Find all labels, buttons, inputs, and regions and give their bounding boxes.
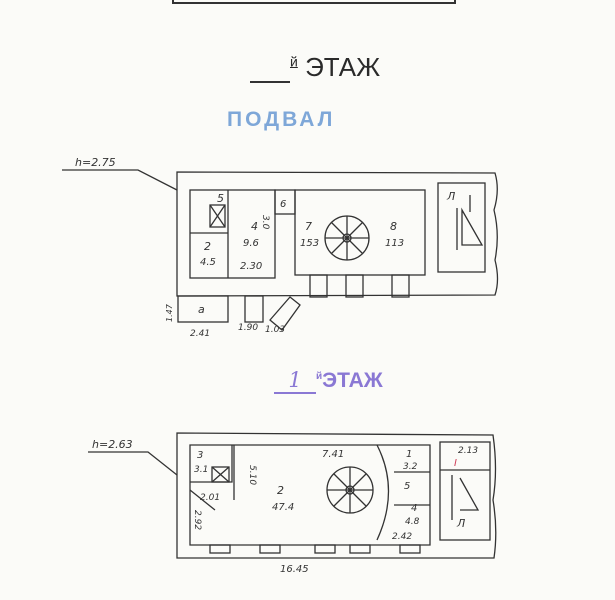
basement-stamp: ПОДВАЛ [227, 108, 336, 131]
main-hall [189, 444, 431, 546]
stair-box [439, 441, 491, 541]
room-block-left [189, 189, 276, 279]
floor-suffix: й [290, 53, 298, 70]
basement-outer-wall [176, 171, 499, 297]
room-2-area: 47.4 [272, 502, 294, 513]
dim: 7.41 [322, 449, 344, 460]
first-floor-word: ЭТАЖ [322, 369, 383, 392]
stair-box [437, 182, 486, 273]
basement-height: h=2.75 [75, 156, 116, 169]
dim: 5.10 [247, 465, 257, 485]
room-7-area: 153 [300, 238, 319, 249]
vent-box [209, 204, 226, 228]
floor-number-blank [250, 57, 290, 83]
room-8-area: 113 [385, 238, 404, 249]
height-leader [88, 451, 178, 476]
previous-plan-border [172, 0, 456, 4]
dim: 2.92 [192, 510, 202, 530]
dim: 1.03 [265, 325, 285, 335]
annex-a [177, 295, 229, 323]
stair-label: Л [446, 190, 455, 203]
dim: 2.42 [392, 532, 412, 542]
room-8-number: 8 [390, 220, 397, 233]
first-floor-outer-wall [176, 432, 497, 559]
dim: 2.01 [200, 493, 220, 503]
room-4-number: 4 [411, 503, 417, 514]
dim: 2.30 [240, 261, 262, 272]
room-i-number: I [454, 458, 457, 469]
room-4-area: 4.8 [405, 517, 420, 527]
room-7-number: 7 [305, 220, 312, 233]
floor-title: й ЭТАЖ [250, 52, 380, 83]
room-4-number: 4 [251, 220, 258, 233]
room-4-area: 9.6 [243, 238, 259, 249]
room-a-number: a [198, 303, 205, 316]
room-6-number: 6 [280, 199, 286, 210]
windows [209, 544, 421, 554]
first-floor-number: 1 [274, 368, 316, 394]
dim: 2.41 [190, 329, 210, 339]
room-2-number: 2 [277, 484, 284, 497]
basement-plan: h=2.75 Л 5 2 4.5 4 9.6 2.30 3.0 6 7 153 … [62, 156, 499, 339]
room-5-number: 5 [217, 192, 224, 205]
height-leader [62, 169, 178, 191]
first-floor-plan: h=2.63 Л 3 3.1 2.01 2.92 5.10 2 47.4 7.4… [88, 432, 497, 575]
room-2-number: 2 [204, 240, 211, 253]
room-3-number: 3 [197, 450, 203, 461]
dim: 16.45 [280, 564, 309, 575]
dim: 1.90 [238, 323, 258, 333]
room-1-area: 3.2 [403, 462, 418, 472]
room-5-number: 5 [404, 481, 410, 492]
curved-wall [376, 444, 390, 541]
dim: 1.47 [165, 303, 174, 322]
stair-label: Л [456, 517, 465, 530]
first-floor-height: h=2.63 [92, 438, 133, 451]
room-1-number: 1 [406, 449, 412, 460]
dim: 2.13 [458, 446, 478, 456]
room-7-8 [294, 189, 426, 276]
first-floor-suffix: й [316, 371, 323, 382]
dim: 3.0 [260, 215, 270, 230]
floor-word: ЭТАЖ [305, 52, 381, 82]
room-3-area: 3.1 [194, 465, 208, 475]
room-2-area: 4.5 [200, 257, 216, 268]
